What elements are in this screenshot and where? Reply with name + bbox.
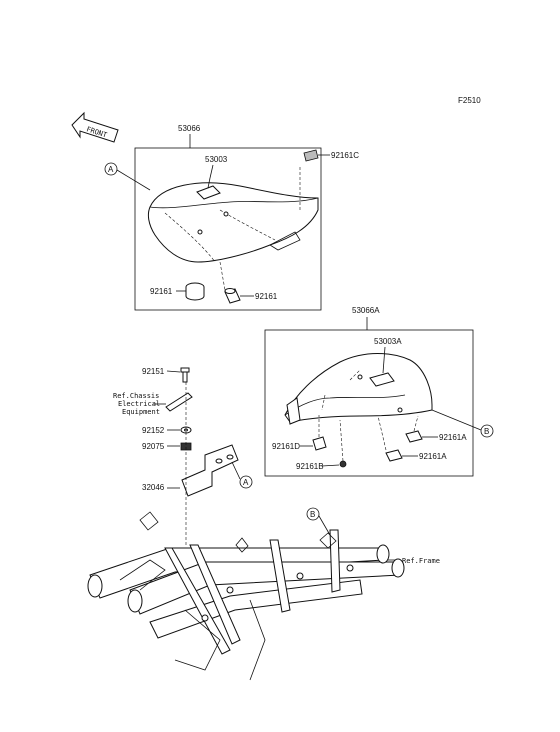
label-53066: 53066: [178, 124, 201, 133]
label-92161a-bottom: 92161A: [419, 452, 447, 461]
callout-b-circle-right: [480, 424, 494, 438]
callout-b-circle-bottom: [306, 507, 320, 521]
damper-92161d: [312, 436, 327, 451]
callout-a-letter-top: A: [108, 165, 114, 174]
label-92151: 92151: [142, 367, 165, 376]
ref-chassis-line3: Equipment: [122, 408, 160, 416]
label-32046: 32046: [142, 483, 165, 492]
ref-chassis-line1: Ref.Chassis: [113, 392, 159, 400]
callout-a-circle-top: [104, 162, 118, 176]
seat-cover-53066a: [284, 353, 433, 425]
figure-code: F2510: [458, 96, 481, 105]
seat-group-box: [134, 147, 322, 311]
callout-a-circle-bottom: [239, 475, 253, 489]
label-92161c: 92161C: [331, 151, 359, 160]
callout-a-letter-bottom: A: [243, 478, 249, 487]
label-92161-right: 92161: [255, 292, 278, 301]
seat-53066: [147, 166, 319, 263]
label-92161b: 92161B: [296, 462, 324, 471]
label-53003: 53003: [205, 155, 228, 164]
damper-92161a-top: [405, 430, 423, 443]
bracket-32046: [181, 444, 239, 497]
frame-assembly: [87, 511, 405, 681]
bolt-92151: [180, 367, 190, 383]
label-92161a-top: 92161A: [439, 433, 467, 442]
ref-chassis-line2: Electrical: [118, 400, 160, 408]
label-patch-53003a: [369, 372, 395, 387]
strap-electrical: [165, 392, 193, 412]
callout-b-letter-bottom: B: [310, 510, 315, 519]
label-53066a: 53066A: [352, 306, 380, 315]
seat-cover-group-box: [264, 329, 474, 477]
label-53003a: 53003A: [374, 337, 402, 346]
damper-92161a-bottom: [385, 449, 403, 462]
front-arrow-icon: FRONT: [71, 111, 119, 143]
label-patch-53003: [196, 177, 221, 200]
damper-92075: [180, 442, 192, 451]
label-92075: 92075: [142, 442, 165, 451]
damper-92161c: [303, 149, 319, 162]
label-92161-left: 92161: [150, 287, 173, 296]
ref-frame: Ref.Frame: [402, 557, 440, 565]
damper-92161-right: [224, 288, 241, 304]
damper-92161b: [339, 460, 347, 468]
label-92152: 92152: [142, 426, 165, 435]
callout-b-letter-right: B: [484, 427, 489, 436]
damper-92161-left: [185, 282, 205, 301]
label-92161d: 92161D: [272, 442, 300, 451]
